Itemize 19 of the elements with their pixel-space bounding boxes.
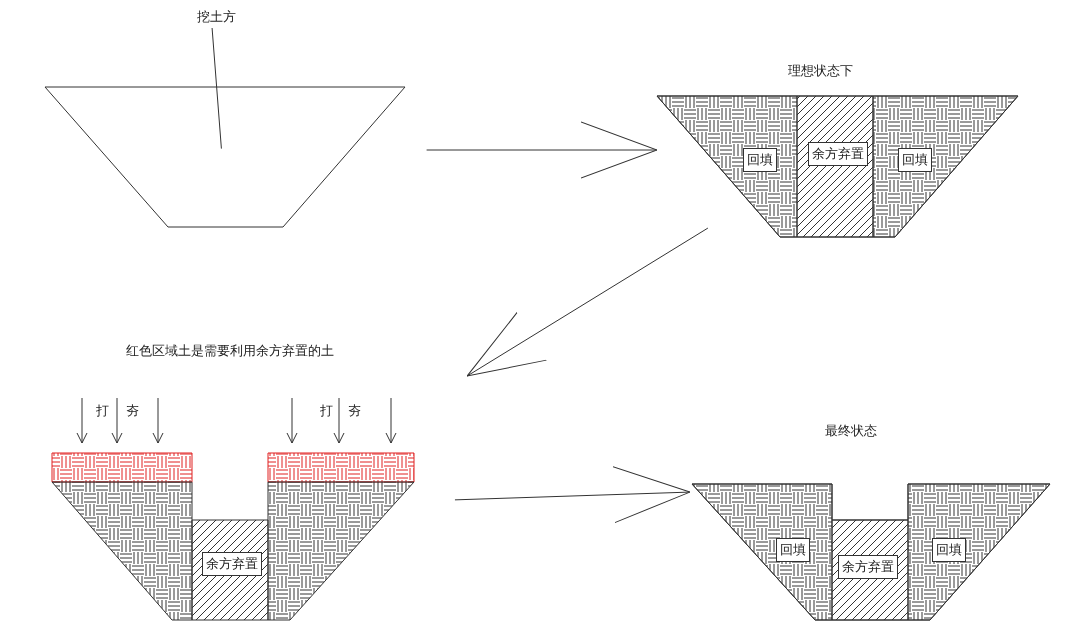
region-label: 余方弃置 <box>808 142 868 166</box>
heading-text: 最终状态 <box>825 422 877 440</box>
arrow <box>426 121 658 179</box>
region-label: 回填 <box>898 148 932 172</box>
arrow <box>454 466 691 524</box>
leader-line <box>211 27 222 150</box>
annotation-text: 夯 <box>126 402 139 420</box>
region-label: 余方弃置 <box>838 555 898 579</box>
region-label: 余方弃置 <box>202 552 262 576</box>
annotation-text: 夯 <box>348 402 361 420</box>
heading-text: 红色区域土是需要利用余方弃置的土 <box>126 342 334 360</box>
annotation-text: 打 <box>320 402 333 420</box>
annotation-text: 打 <box>96 402 109 420</box>
region-label: 回填 <box>776 538 810 562</box>
region-label: 回填 <box>932 538 966 562</box>
callout-text: 挖土方 <box>188 6 244 28</box>
heading-text: 理想状态下 <box>788 62 853 80</box>
region-label: 回填 <box>743 148 777 172</box>
arrow <box>466 227 709 377</box>
